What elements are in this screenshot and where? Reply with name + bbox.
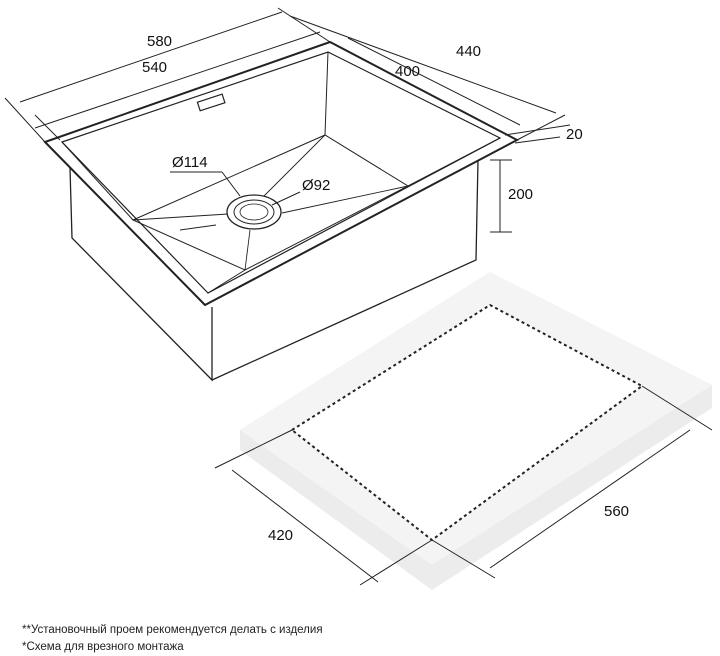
dim-outer-width: 580 <box>147 33 172 50</box>
dim-inner-depth: 400 <box>395 63 420 80</box>
dim-height: 200 <box>508 186 533 203</box>
countertop <box>240 272 712 590</box>
dim-rim: 20 <box>566 126 583 143</box>
overflow-icon <box>196 93 226 112</box>
dim-outer-depth: 440 <box>456 43 481 60</box>
cutout-dimension-lines <box>214 385 713 586</box>
dim-drain-outer: Ø114 <box>172 154 208 171</box>
dim-cutout-depth: 420 <box>268 527 293 544</box>
drain-icon <box>226 194 282 230</box>
note-cutout: **Установочный проем рекомендуется делат… <box>22 624 323 636</box>
drain-slope-lines <box>132 134 409 271</box>
note-scheme: *Схема для врезного монтажа <box>22 641 184 653</box>
dimension-lines <box>4 7 571 233</box>
dim-inner-width: 540 <box>142 59 167 76</box>
dim-cutout-width: 560 <box>604 503 629 520</box>
sink-rim-outer <box>43 40 520 307</box>
cutout <box>290 303 644 542</box>
dim-drain-inner: Ø92 <box>302 177 330 194</box>
sink-body <box>69 167 213 382</box>
sink-drawing <box>4 7 713 590</box>
